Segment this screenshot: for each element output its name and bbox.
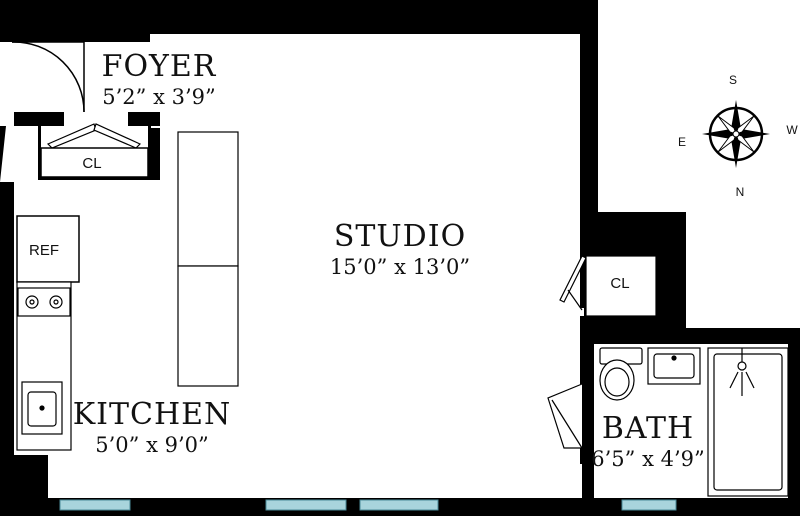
refrigerator — [16, 215, 80, 283]
studio-dims: 15’0” x 13’0” — [330, 255, 470, 279]
open-areas — [0, 0, 800, 498]
kitchen-island — [177, 131, 239, 387]
compass-north: N — [736, 185, 745, 199]
window-2 — [265, 499, 347, 511]
kitchen-sink — [21, 381, 63, 435]
bath-sink — [647, 347, 701, 385]
window-1 — [59, 499, 131, 511]
refrigerator-label: REF — [29, 242, 59, 259]
compass-west: W — [786, 123, 798, 137]
compass-rose-icon — [702, 100, 770, 168]
kitchen-name: KITCHEN — [73, 397, 232, 432]
studio-name: STUDIO — [334, 219, 466, 254]
stove — [17, 287, 71, 317]
foyer-closet-doors[interactable] — [46, 123, 142, 149]
toilet — [599, 347, 643, 401]
bath-name: BATH — [602, 411, 694, 446]
bath-door[interactable] — [547, 383, 583, 449]
kitchen-dims: 5’0” x 9’0” — [95, 433, 208, 457]
foyer-closet — [40, 147, 149, 178]
window-3 — [359, 499, 439, 511]
wall-lines — [0, 34, 800, 516]
studio-closet-label: CL — [610, 275, 629, 292]
window-4 — [621, 499, 677, 511]
tub — [707, 347, 789, 497]
windows — [59, 499, 677, 511]
bath-dims: 6’5” x 4’9” — [591, 447, 704, 471]
compass-east: E — [678, 135, 686, 149]
foyer-closet-label: CL — [82, 155, 101, 172]
foyer-name: FOYER — [102, 49, 217, 84]
compass-south: S — [729, 73, 737, 87]
studio-closet-door[interactable] — [559, 255, 587, 311]
entry-door[interactable] — [11, 41, 85, 113]
studio-closet — [585, 255, 657, 317]
foyer-dims: 5’2” x 3’9” — [102, 85, 215, 109]
